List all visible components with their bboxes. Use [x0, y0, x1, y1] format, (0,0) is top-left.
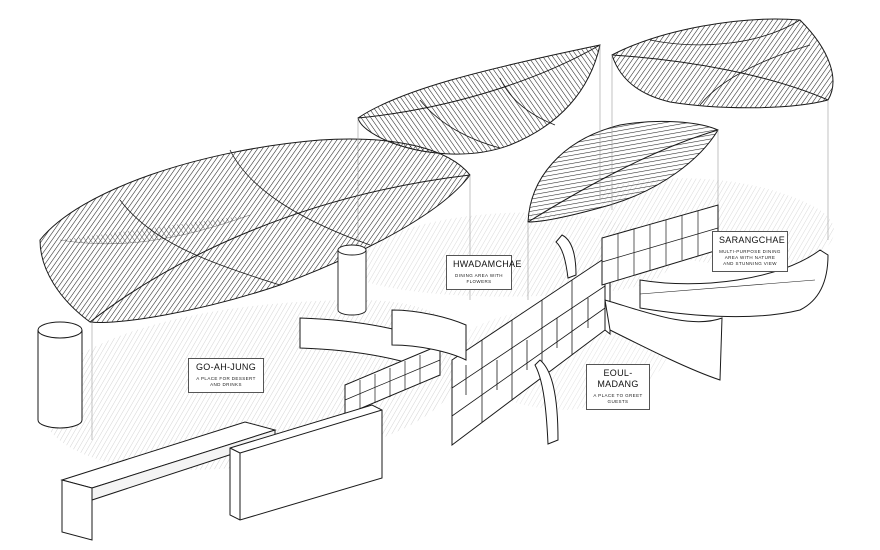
label-eoul-madang: EOUL-MADANG A PLACE TO GREET GUESTS — [586, 364, 650, 410]
tiled-wall-main — [451, 256, 611, 447]
label-hwadamchae: HWADAMCHAE DINING AREA WITH FLOWERS — [446, 255, 522, 290]
curved-screen-middle — [391, 309, 467, 361]
label-sarangchae: SARANGCHAE MULTI-PURPOSE DINING AREA WIT… — [712, 231, 788, 272]
curved-wall-sarangchae — [639, 249, 829, 318]
canopy-hwadamchae — [357, 44, 601, 155]
zone-description: DINING AREA WITH FLOWERS — [455, 273, 503, 284]
curved-screen-south — [534, 359, 559, 445]
front-slab-left — [60, 421, 277, 541]
curved-screen-north — [555, 234, 577, 279]
canopy-sarangchae — [611, 18, 834, 109]
zone-name: SARANGCHAE — [719, 235, 786, 245]
zone-description: A PLACE TO GREET GUESTS — [593, 393, 643, 404]
canopy-supports — [91, 45, 829, 440]
curved-screen-east — [604, 299, 723, 381]
zone-name: GO-AH-JUNG — [196, 362, 256, 372]
zone-name: HWADAMCHAE — [453, 259, 522, 269]
canopy-eoul-madang — [527, 120, 719, 223]
zone-name: EOUL-MADANG — [597, 368, 639, 389]
label-go-ah-jung: GO-AH-JUNG A PLACE FOR DESSERT AND DRINK… — [188, 358, 264, 393]
column-left — [37, 321, 83, 429]
front-slab-right — [229, 404, 383, 521]
canopy-go-ah-jung — [39, 138, 471, 323]
zone-description: A PLACE FOR DESSERT AND DRINKS — [196, 376, 256, 387]
zone-description: MULTI-PURPOSE DINING AREA WITH NATURE AN… — [719, 249, 781, 266]
column-center — [337, 244, 367, 316]
